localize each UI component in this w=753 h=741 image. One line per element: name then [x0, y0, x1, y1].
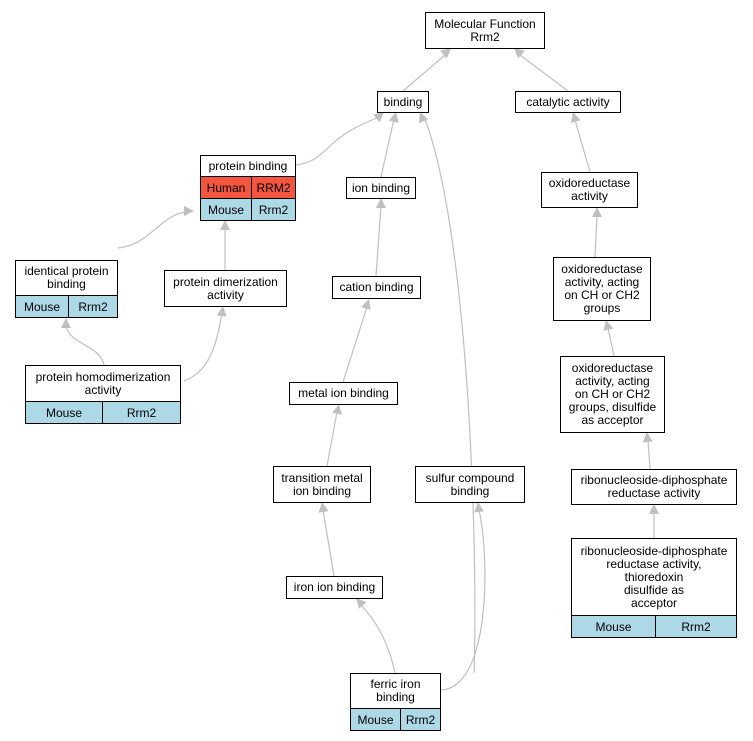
- gene-cell: Rrm2: [102, 402, 180, 423]
- go-term-label: cation binding: [339, 280, 414, 294]
- gene-cell: Rrm2: [68, 296, 117, 317]
- edge: [607, 327, 615, 357]
- go-term-oxds[interactable]: oxidoreductase activity, acting on CH or…: [560, 356, 665, 433]
- edge: [574, 119, 591, 173]
- arrowhead: [376, 198, 386, 208]
- edge: [375, 205, 382, 277]
- go-term-label: oxidoreductase activity: [548, 176, 631, 203]
- arrowhead: [318, 502, 329, 513]
- arrowhead: [61, 318, 71, 328]
- go-term-label: identical protein binding: [24, 264, 109, 291]
- go-term-catb[interactable]: cation binding: [332, 276, 421, 299]
- go-term-rdrt[interactable]: ribonucleoside-diphosphate reductase act…: [571, 538, 737, 638]
- go-term-bind[interactable]: binding: [377, 91, 429, 113]
- arrowhead: [642, 432, 653, 443]
- go-term-cat[interactable]: catalytic activity: [515, 91, 621, 113]
- go-term-label: ion binding: [351, 180, 411, 195]
- go-term-label: ribonucleoside-diphosphate reductase act…: [580, 543, 728, 610]
- edge: [380, 118, 395, 178]
- species-cell: Human: [206, 180, 246, 195]
- annotation-row[interactable]: Mouse Rrm2: [16, 295, 117, 317]
- arrowhead: [356, 598, 367, 609]
- go-term-scb[interactable]: sulfur compound binding: [415, 466, 525, 503]
- go-term-label: Molecular Function Rrm2: [434, 16, 536, 44]
- species-cell: Mouse: [357, 712, 394, 727]
- go-term-iib[interactable]: iron ion binding: [286, 576, 383, 599]
- species-cell: Mouse: [595, 619, 632, 634]
- go-term-label: protein binding: [208, 158, 288, 173]
- edge: [424, 118, 476, 674]
- go-term-rdra[interactable]: ribonucleoside-diphosphate reductase act…: [571, 469, 737, 505]
- go-term-label: iron ion binding: [293, 580, 376, 594]
- gene-cell: Rrm2: [400, 709, 440, 730]
- go-term-label: metal ion binding: [298, 386, 389, 400]
- gene-cell: Rrm2: [655, 616, 736, 637]
- edge: [183, 313, 223, 382]
- arrowhead: [373, 112, 384, 123]
- species-cell: Mouse: [23, 299, 61, 314]
- go-term-label: binding: [383, 94, 423, 109]
- go-term-tmib[interactable]: transition metal ion binding: [273, 466, 371, 503]
- go-term-mib[interactable]: metal ion binding: [289, 382, 398, 405]
- edge: [117, 211, 187, 249]
- go-term-label: transition metal ion binding: [281, 470, 363, 498]
- edge: [342, 306, 368, 383]
- arrowhead: [570, 112, 581, 123]
- edge: [594, 214, 598, 258]
- edge: [295, 117, 378, 166]
- gene-cell: Rrm2: [251, 199, 295, 220]
- go-term-label: ribonucleoside-diphosphate reductase act…: [580, 473, 728, 500]
- edge: [326, 411, 338, 467]
- arrowhead: [332, 404, 343, 415]
- arrowhead: [184, 206, 194, 216]
- species-cell: Mouse: [45, 405, 83, 420]
- go-term-label: catalytic activity: [526, 94, 610, 109]
- go-term-label: oxidoreductase activity, acting on CH or…: [561, 262, 643, 315]
- go-term-ionb[interactable]: ion binding: [346, 177, 416, 199]
- edge: [647, 439, 651, 470]
- annotation-row[interactable]: Mouse Rrm2: [351, 708, 440, 730]
- annotation-row[interactable]: Mouse Rrm2: [201, 198, 295, 220]
- arrowhead: [388, 112, 399, 123]
- go-term-label: ferric iron binding: [370, 677, 421, 704]
- annotation-row[interactable]: Mouse Rrm2: [572, 615, 736, 637]
- go-term-mf[interactable]: Molecular Function Rrm2: [425, 12, 545, 49]
- go-term-label: sulfur compound binding: [425, 470, 515, 498]
- species-cell: Mouse: [207, 202, 245, 217]
- arrowhead: [514, 48, 525, 59]
- arrowhead: [592, 207, 602, 217]
- edge: [322, 509, 335, 577]
- gene-cell: RRM2: [251, 177, 295, 198]
- edge: [65, 325, 105, 366]
- edge: [519, 54, 569, 92]
- arrowhead: [440, 48, 451, 59]
- edge: [360, 604, 396, 674]
- annotation-row[interactable]: Human RRM2: [201, 176, 295, 198]
- arrowhead: [220, 220, 230, 230]
- go-term-label: protein dimerization activity: [173, 274, 278, 302]
- edge: [440, 509, 486, 691]
- arrowhead: [361, 299, 371, 311]
- arrowhead: [474, 502, 485, 513]
- edge: [402, 54, 446, 92]
- go-term-label: protein homodimerization activity: [35, 369, 171, 397]
- arrowhead: [603, 320, 614, 331]
- arrowhead: [216, 306, 227, 317]
- annotation-row[interactable]: Mouse Rrm2: [26, 401, 180, 423]
- go-term-oxch[interactable]: oxidoreductase activity, acting on CH or…: [553, 257, 651, 321]
- go-term-oxa[interactable]: oxidoreductase activity: [541, 172, 638, 208]
- arrowhead: [418, 112, 429, 124]
- go-term-pda[interactable]: protein dimerization activity: [164, 270, 287, 307]
- go-term-label: oxidoreductase activity, acting on CH or…: [568, 361, 657, 427]
- arrowhead: [649, 504, 659, 514]
